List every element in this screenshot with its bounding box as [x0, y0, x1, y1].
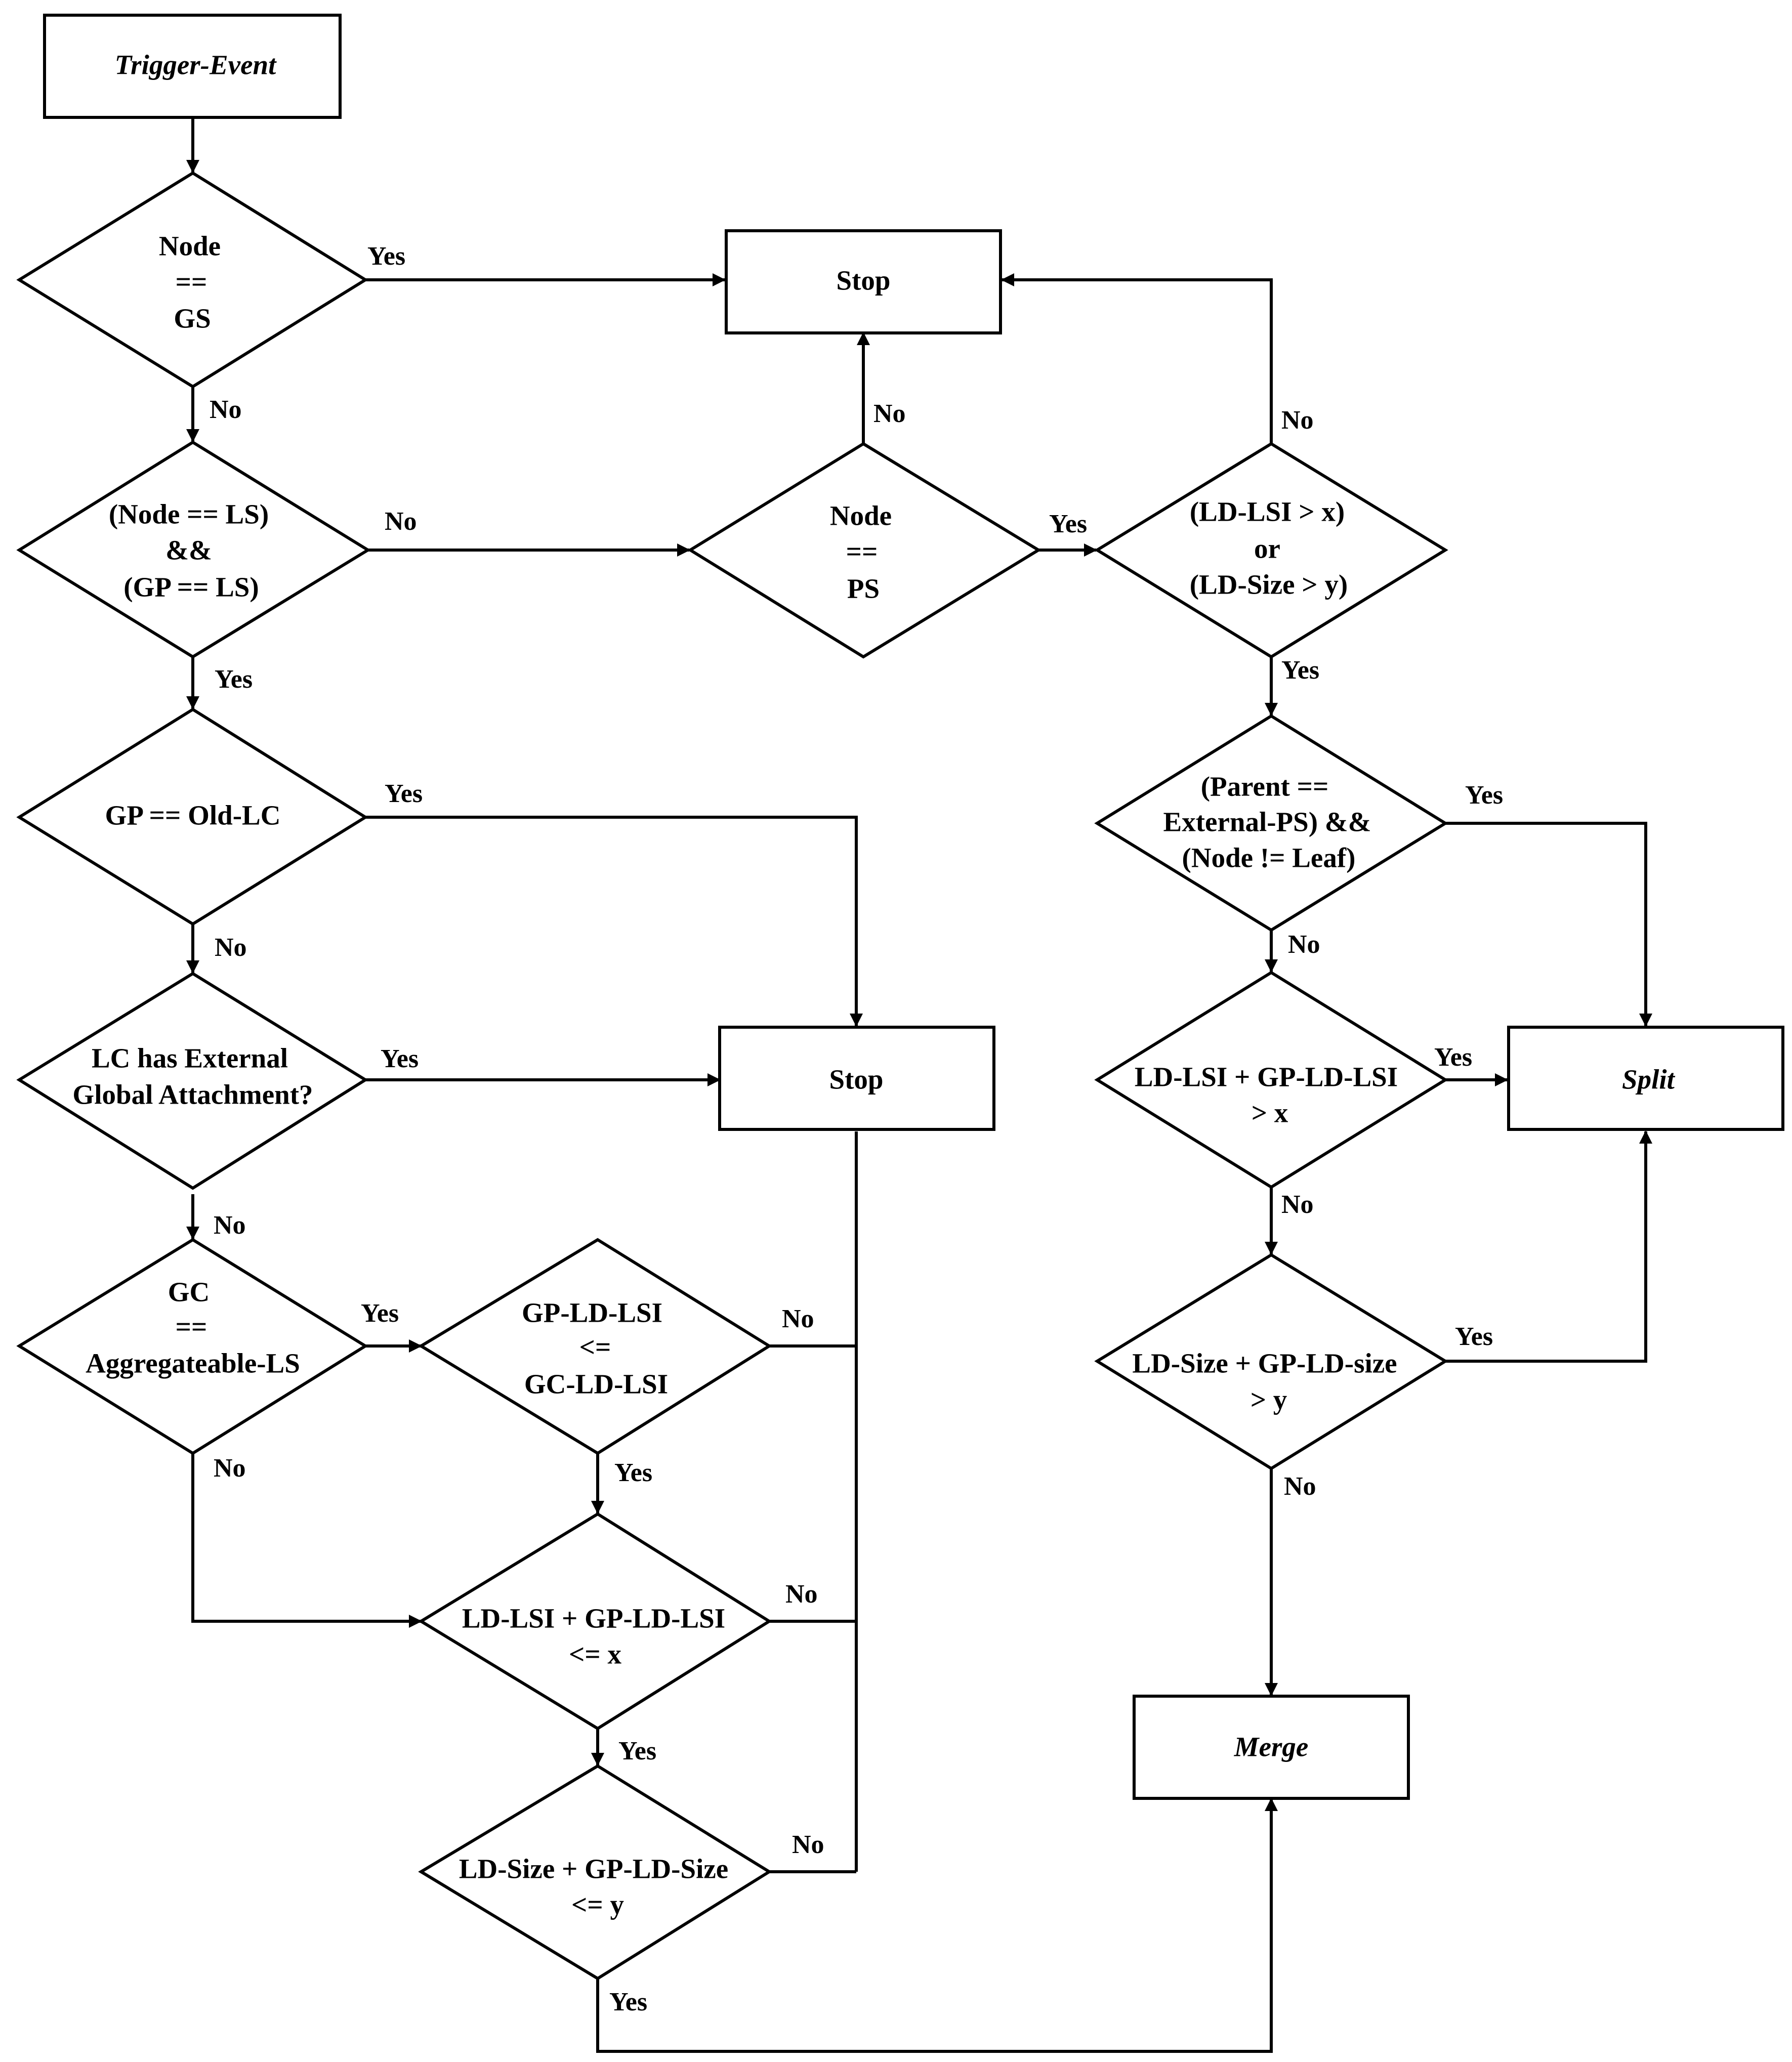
stop-top-box [725, 229, 1002, 334]
connectors [186, 117, 1652, 2053]
decision-threshold [1094, 442, 1448, 659]
threshold-line-2: or [1254, 533, 1280, 564]
label-ldlsigt-yes: Yes [1434, 1043, 1472, 1072]
ld-size-gt-line-2: > y [1251, 1384, 1287, 1415]
split-box [1507, 1026, 1784, 1131]
decision-node-ps [687, 442, 1041, 659]
ld-size-le-line-1: LD-Size + GP-LD-Size [459, 1854, 728, 1884]
gp-ld-lsi-line-1: GP-LD-LSI [522, 1297, 662, 1328]
split-label: Split [1622, 1064, 1676, 1095]
label-ps-yes: Yes [1049, 510, 1087, 538]
label-gs-no: No [210, 395, 242, 424]
gc-line-2: == [176, 1312, 207, 1342]
merge-label: Merge [1234, 1732, 1309, 1762]
edge-ldsizele-to-merge [596, 1798, 1278, 2053]
node-gs-line-2: == [176, 267, 207, 298]
ld-lsi-le-line-2: <= x [569, 1639, 621, 1670]
label-gc-yes: Yes [361, 1299, 399, 1328]
node-ls-line-3: (GP == LS) [123, 572, 259, 603]
decision-ld-size-gt-y [1094, 1253, 1448, 1470]
label-gc-no: No [214, 1454, 246, 1483]
stop-mid-label: Stop [829, 1064, 884, 1095]
gp-ld-lsi-line-3: GC-LD-LSI [524, 1369, 668, 1400]
gc-line-3: Aggregateable-LS [86, 1348, 300, 1379]
decision-ld-lsi-gt-x [1094, 971, 1448, 1189]
label-ldsizele-yes: Yes [609, 1988, 647, 2016]
decision-gp-old-lc [16, 707, 368, 926]
label-ext-no: No [214, 1211, 246, 1240]
gp-ld-lsi-line-2: <= [579, 1332, 611, 1363]
node-gs-line-1: Node [159, 231, 221, 262]
label-gs-yes: Yes [367, 242, 405, 271]
label-oldlc-yes: Yes [385, 779, 423, 808]
decision-node-ls [16, 440, 371, 659]
node-gs-line-3: GS [174, 303, 211, 334]
threshold-line-1: (LD-LSI > x) [1190, 496, 1345, 527]
shapes [16, 14, 1784, 1981]
decision-parent-external [1094, 714, 1448, 932]
decision-gp-ld-lsi [418, 1238, 772, 1455]
parent-line-1: (Parent == [1201, 771, 1329, 802]
edge-parent-to-split [1445, 822, 1652, 1027]
ld-lsi-gt-line-1: LD-LSI + GP-LD-LSI [1135, 1062, 1398, 1092]
node-labels: Trigger-Event Node == GS (Node == LS) &&… [72, 50, 1675, 1920]
decision-ld-lsi-le-x [418, 1512, 772, 1731]
label-ldsizegt-no: No [1284, 1472, 1316, 1501]
parent-line-2: External-PS) && [1163, 807, 1371, 837]
label-ldlsigt-no: No [1281, 1190, 1314, 1219]
trigger-event-box [43, 14, 342, 119]
edge-labels: Yes No No Yes No Yes No Yes Yes No Yes N… [210, 242, 1503, 2016]
decision-ld-size-le-y [418, 1764, 772, 1981]
label-parent-yes: Yes [1465, 781, 1503, 810]
gc-line-1: GC [168, 1277, 210, 1308]
edge-oldlc-to-stop-mid [365, 816, 863, 1027]
edge-ldsizegt-to-split [1445, 1130, 1652, 1363]
label-thresh-yes: Yes [1281, 656, 1319, 685]
node-ls-line-1: (Node == LS) [109, 499, 269, 530]
edge-gc-to-ldlsile [191, 1453, 422, 1628]
lc-external-line-1: LC has External [92, 1043, 288, 1074]
label-gpld-yes: Yes [614, 1458, 652, 1487]
stop-mid-box [718, 1026, 995, 1131]
label-gpld-no: No [782, 1304, 814, 1333]
label-ls-yes: Yes [215, 665, 253, 694]
label-ldlsile-yes: Yes [618, 1737, 656, 1765]
stop-top-label: Stop [837, 265, 891, 296]
merge-box [1133, 1695, 1410, 1800]
node-ls-line-2: && [165, 535, 212, 566]
ld-size-le-line-2: <= y [571, 1889, 624, 1920]
node-ps-line-1: Node [830, 500, 892, 531]
decision-lc-external [16, 972, 368, 1190]
ld-size-gt-line-1: LD-Size + GP-LD-size [1132, 1348, 1397, 1379]
trigger-event-label: Trigger-Event [115, 50, 277, 80]
label-oldlc-no: No [215, 933, 247, 962]
lc-external-line-2: Global Attachment? [72, 1079, 313, 1110]
gp-old-lc-label: GP == Old-LC [105, 800, 281, 831]
label-ext-yes: Yes [381, 1044, 419, 1073]
decision-node-gs [16, 171, 368, 389]
label-parent-no: No [1288, 930, 1320, 959]
decision-gc-aggregateable [16, 1238, 368, 1455]
label-ldsizele-no: No [792, 1830, 824, 1859]
label-ls-no: No [385, 507, 417, 536]
parent-line-3: (Node != Leaf) [1182, 843, 1356, 873]
edge-thresh-to-stop-top [1001, 273, 1273, 443]
label-ps-no: No [873, 399, 906, 428]
label-ldsizegt-yes: Yes [1455, 1322, 1493, 1351]
threshold-line-3: (LD-Size > y) [1190, 569, 1348, 600]
label-ldlsile-no: No [785, 1580, 818, 1609]
node-ps-line-3: PS [847, 573, 880, 604]
node-ps-line-2: == [846, 536, 878, 567]
ld-lsi-le-line-1: LD-LSI + GP-LD-LSI [462, 1603, 725, 1634]
ld-lsi-gt-line-2: > x [1252, 1098, 1288, 1128]
label-thresh-no: No [1281, 406, 1314, 435]
